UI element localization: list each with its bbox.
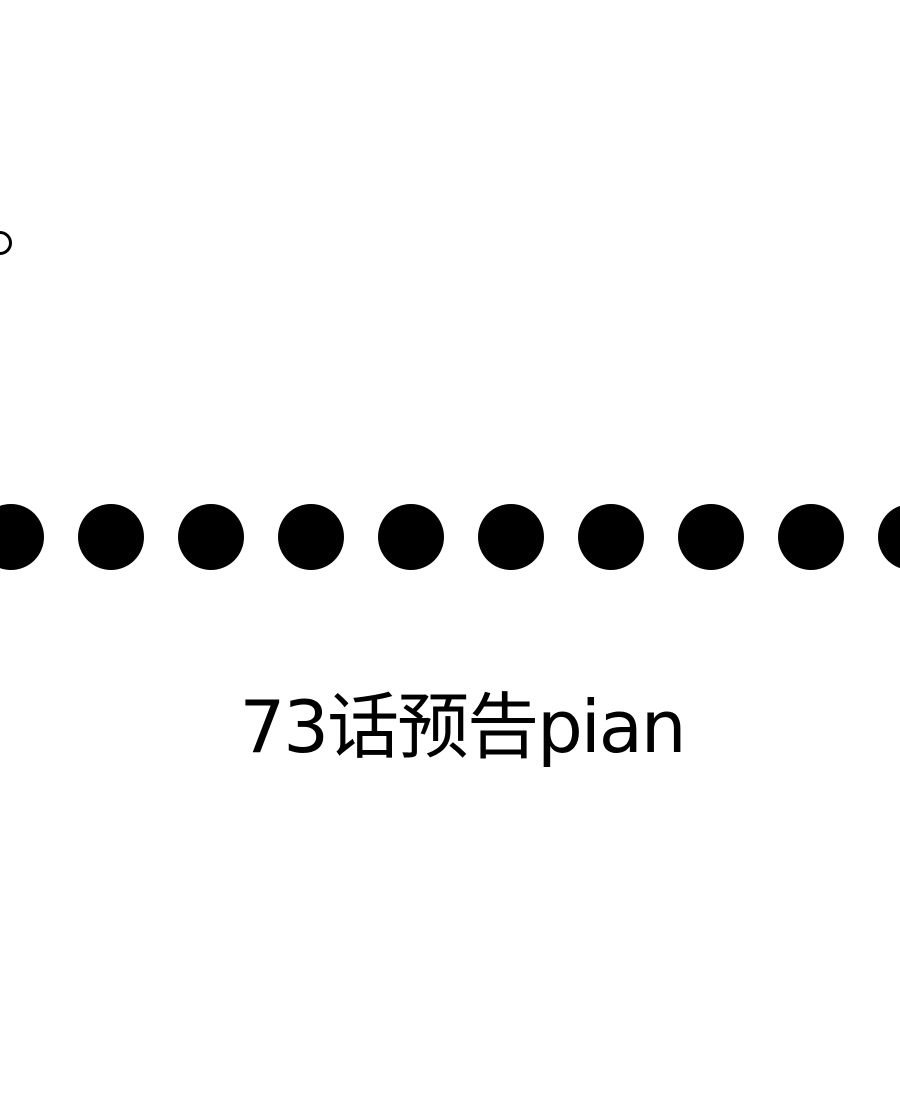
divider-dot [478,504,544,570]
divider-dot [278,504,344,570]
dot-divider [0,504,900,570]
preview-caption: 73话预告pian [239,685,686,769]
edge-arc-decoration [0,231,12,255]
divider-dot [378,504,444,570]
divider-dot [678,504,744,570]
divider-dot [78,504,144,570]
divider-dot [578,504,644,570]
divider-dot [178,504,244,570]
divider-dot [878,504,900,570]
divider-dot [778,504,844,570]
divider-dot [0,504,44,570]
